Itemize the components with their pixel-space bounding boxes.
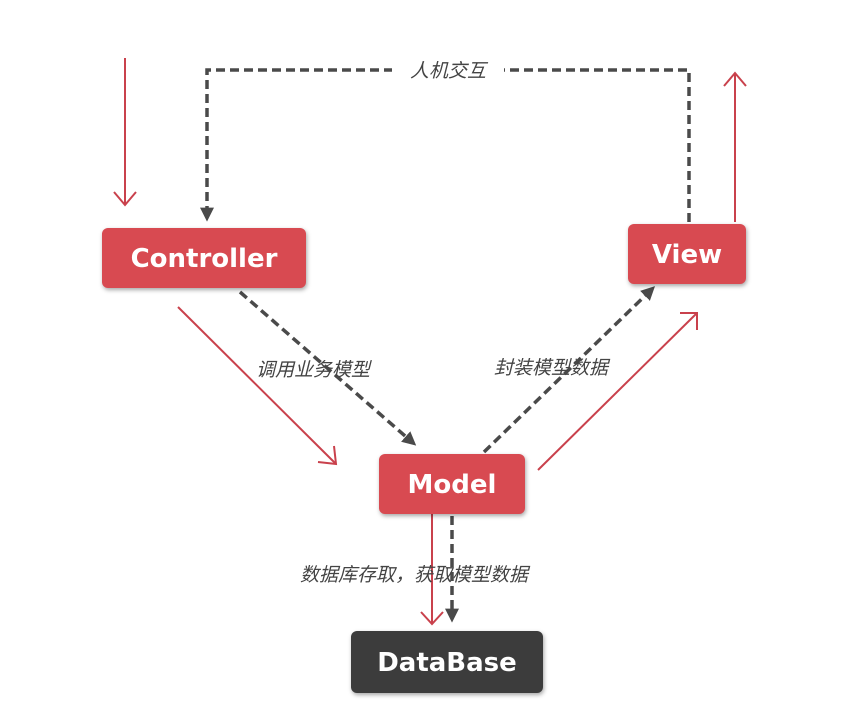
model-to-view-label: 封装模型数据 [494,357,611,379]
view-node-label: View [652,240,722,270]
model-node: Model [379,454,525,514]
model-to-database-label: 数据库存取，获取模型数据 [300,564,531,586]
controller-to-model-red-arrow [177,306,338,466]
database-node-label: DataBase [377,648,517,678]
interaction-label: 人机交互 [410,60,489,82]
entry-red-arrow [113,58,137,207]
interaction-dashed-connector [200,68,691,222]
model-to-view-dashed-arrow [482,286,656,454]
view-node: View [628,224,746,284]
controller-node: Controller [102,228,306,288]
controller-to-model-dashed-arrow [238,290,417,446]
controller-node-label: Controller [131,244,278,274]
model-node-label: Model [408,470,497,500]
model-to-view-red-arrow [537,312,698,471]
model-to-database-red-arrow [420,505,444,626]
view-exit-red-arrow [723,71,747,222]
database-node: DataBase [351,631,543,693]
controller-to-model-label: 调用业务模型 [256,359,372,381]
